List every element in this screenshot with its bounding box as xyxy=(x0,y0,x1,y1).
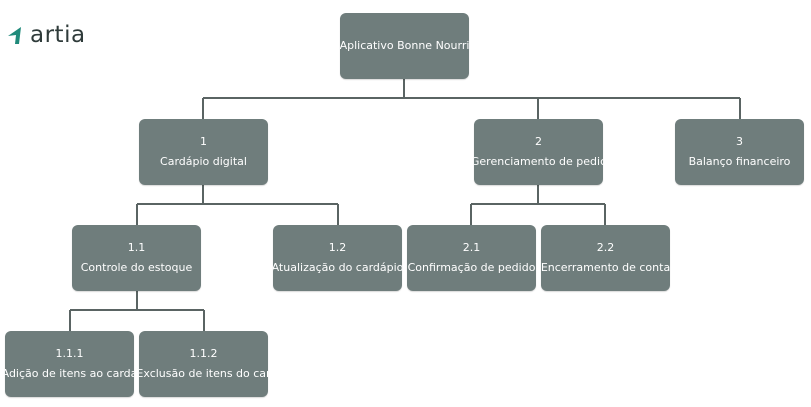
node-label: Encerramento de conta xyxy=(541,261,670,274)
node-label: Aplicativo Bonne Nourri xyxy=(340,39,469,52)
node-number: 1.1 xyxy=(127,241,146,254)
node-1-2[interactable]: 1.2 Atualização do cardápio xyxy=(273,225,402,291)
node-label: Exclusão de itens do car xyxy=(139,367,268,380)
logo-text: artia xyxy=(30,22,86,48)
node-number: 1.1.2 xyxy=(189,347,218,360)
node-number: 1.1.1 xyxy=(55,347,84,360)
node-number: 1 xyxy=(200,135,207,148)
node-2-2[interactable]: 2.2 Encerramento de conta xyxy=(541,225,670,291)
node-number: 2.2 xyxy=(596,241,615,254)
node-2[interactable]: 2 Gerenciamento de pedic xyxy=(474,119,603,185)
node-number: 1.2 xyxy=(328,241,347,254)
node-2-1[interactable]: 2.1 Confirmação de pedido xyxy=(407,225,536,291)
node-3[interactable]: 3 Balanço financeiro xyxy=(675,119,804,185)
node-label: Balanço financeiro xyxy=(688,155,791,168)
node-label: Atualização do cardápio xyxy=(273,261,402,274)
node-1[interactable]: 1 Cardápio digital xyxy=(139,119,268,185)
node-1-1-2[interactable]: 1.1.2 Exclusão de itens do car xyxy=(139,331,268,397)
node-1-1[interactable]: 1.1 Controle do estoque xyxy=(72,225,201,291)
node-label: Adição de itens ao carda xyxy=(5,367,134,380)
artia-logo: artia xyxy=(6,22,86,48)
node-label: Controle do estoque xyxy=(80,261,193,274)
node-1-1-1[interactable]: 1.1.1 Adição de itens ao carda xyxy=(5,331,134,397)
node-number: 2 xyxy=(535,135,542,148)
artia-logo-mark-icon xyxy=(8,27,21,44)
node-number: 2.1 xyxy=(462,241,481,254)
node-number: 3 xyxy=(736,135,743,148)
node-label: Cardápio digital xyxy=(160,155,247,168)
node-label: Confirmação de pedido xyxy=(407,261,536,274)
node-label: Gerenciamento de pedic xyxy=(474,155,603,168)
node-root[interactable]: Aplicativo Bonne Nourri xyxy=(340,13,469,79)
